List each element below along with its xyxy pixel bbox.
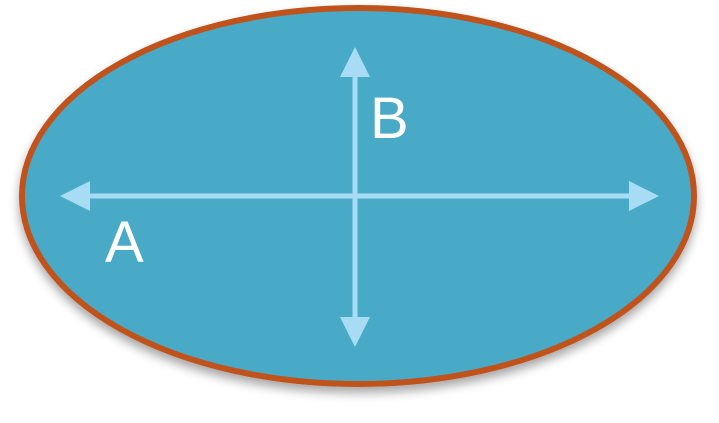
axis-b-arrow bbox=[340, 47, 370, 347]
axis-b-bottom-arrowhead bbox=[340, 317, 370, 347]
axis-b-top-arrowhead bbox=[340, 47, 370, 77]
axis-a-arrow bbox=[60, 181, 659, 211]
axis-a-label: A bbox=[105, 210, 144, 275]
axis-b-label: B bbox=[370, 86, 409, 151]
axis-a-right-arrowhead bbox=[629, 181, 659, 211]
axis-a-left-arrowhead bbox=[60, 181, 90, 211]
